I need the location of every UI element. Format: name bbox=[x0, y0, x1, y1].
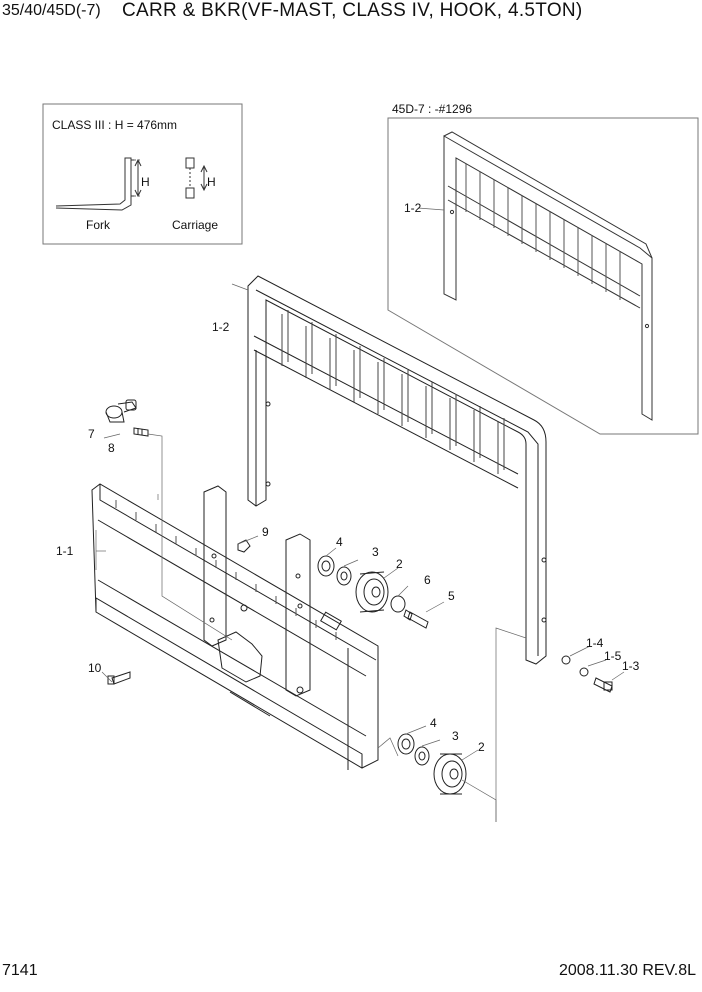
callout-1-2: 1-2 bbox=[212, 320, 230, 334]
variant-inset-title: 45D-7 : -#1296 bbox=[392, 102, 472, 116]
load-backrest bbox=[247, 275, 547, 665]
callout-1-3: 1-3 bbox=[622, 659, 640, 673]
carriage-caption: Carriage bbox=[172, 218, 218, 232]
carriage bbox=[91, 483, 379, 770]
callout-1-1: 1-1 bbox=[56, 544, 74, 558]
carriage-dimension-label: H bbox=[207, 175, 216, 189]
callout-5: 5 bbox=[448, 589, 455, 603]
leader-lines bbox=[95, 207, 625, 822]
fork-dimension bbox=[134, 158, 142, 198]
variant-callout-1-2: 1-2 bbox=[404, 201, 422, 215]
callout-2-upper: 2 bbox=[396, 557, 403, 571]
callout-6: 6 bbox=[424, 573, 431, 587]
callout-4-lower: 4 bbox=[430, 716, 437, 730]
callout-1-5: 1-5 bbox=[604, 649, 622, 663]
class-inset-box bbox=[42, 103, 243, 245]
page-title: CARR & BKR(VF-MAST, CLASS IV, HOOK, 4.5T… bbox=[122, 0, 583, 21]
fork-dimension-label: H bbox=[141, 175, 150, 189]
bolt-8 bbox=[133, 427, 149, 437]
page-number: 7141 bbox=[2, 962, 38, 979]
callout-3-lower: 3 bbox=[452, 729, 459, 743]
callout-8: 8 bbox=[108, 441, 115, 455]
nut-9 bbox=[237, 539, 251, 553]
bolt-10 bbox=[107, 671, 131, 685]
callout-1-4: 1-4 bbox=[586, 636, 604, 650]
callout-3-upper: 3 bbox=[372, 545, 379, 559]
callout-2-lower: 2 bbox=[478, 740, 485, 754]
roller-assembly-lower bbox=[397, 733, 467, 795]
fork-sketch bbox=[55, 157, 134, 211]
pin-7 bbox=[105, 399, 137, 423]
callout-10: 10 bbox=[88, 661, 102, 675]
callout-4-upper: 4 bbox=[336, 535, 343, 549]
backrest-fasteners bbox=[561, 655, 613, 693]
revision-date: 2008.11.30 REV.8L bbox=[558, 962, 696, 979]
callout-9: 9 bbox=[262, 525, 269, 539]
class-inset-title: CLASS III : H = 476mm bbox=[52, 118, 177, 132]
fork-caption: Fork bbox=[86, 218, 111, 232]
carriage-sketch bbox=[185, 157, 208, 199]
model-code: 35/40/45D(-7) bbox=[2, 2, 101, 19]
variant-inset-box bbox=[387, 117, 699, 435]
variant-backrest bbox=[443, 131, 653, 421]
roller-assembly-upper bbox=[317, 555, 429, 629]
callout-7: 7 bbox=[88, 427, 95, 441]
